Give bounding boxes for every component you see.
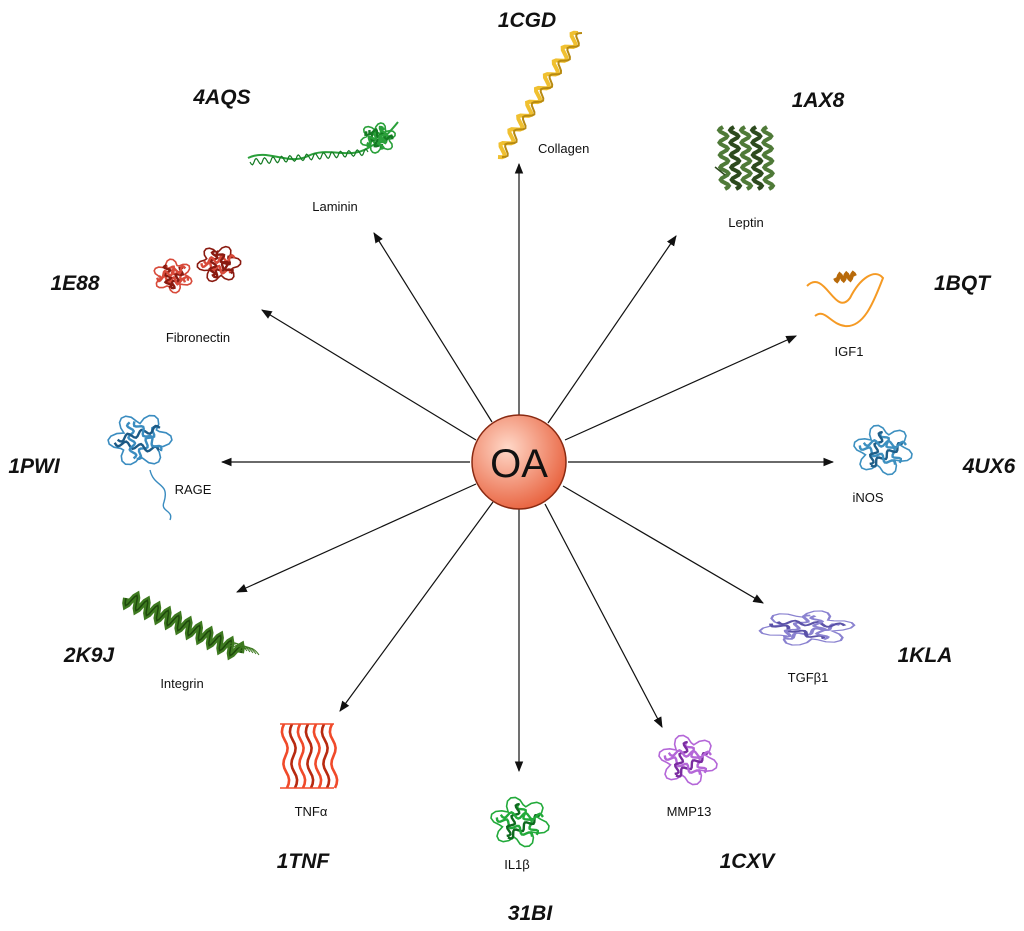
protein-name-rage: RAGE [175, 482, 212, 497]
mmp13-structure-icon [658, 734, 718, 786]
protein-mmp13: MMP13 1CXV [658, 734, 777, 873]
protein-name-tgfb1: TGFβ1 [788, 670, 829, 685]
protein-inos: iNOS 4UX6 [852, 424, 1016, 505]
protein-integrin: Integrin 2K9J [63, 590, 260, 691]
pdb-code-tnfa: 1TNF [277, 850, 331, 873]
arrow-igf1 [564, 335, 797, 441]
protein-fibronectin: Fibronectin 1E88 [50, 245, 242, 345]
arrow-fibronectin [261, 309, 477, 441]
hub-label: OA [490, 442, 548, 486]
protein-collagen: Collagen 1CGD [497, 9, 589, 160]
protein-rage: RAGE 1PWI [8, 414, 212, 521]
arrows-layer [220, 162, 835, 773]
protein-name-mmp13: MMP13 [667, 804, 712, 819]
arrow-tgfb1 [562, 485, 764, 604]
protein-tgfb1: TGFβ1 1KLA [758, 610, 953, 685]
rage-structure-icon [107, 414, 173, 521]
arrow-laminin [373, 232, 493, 423]
il1b-structure-icon [490, 796, 550, 848]
integrin-structure-icon [122, 590, 260, 661]
pdb-code-laminin: 4AQS [192, 86, 250, 109]
protein-name-laminin: Laminin [312, 199, 358, 214]
pdb-code-integrin: 2K9J [63, 644, 116, 667]
protein-il1b: IL1β 31BI [490, 796, 554, 925]
laminin-structure-icon [247, 121, 399, 166]
pdb-code-igf1: 1BQT [934, 272, 992, 295]
pdb-code-mmp13: 1CXV [720, 850, 777, 873]
protein-name-il1b: IL1β [504, 857, 530, 872]
arrow-leptin [547, 235, 677, 424]
pdb-code-inos: 4UX6 [962, 455, 1016, 478]
protein-laminin: Laminin 4AQS [192, 86, 399, 214]
protein-igf1: IGF1 1BQT [806, 270, 992, 359]
leptin-structure-icon [714, 125, 776, 191]
oa-hub: OA [471, 414, 567, 510]
fibronectin-structure-icon [153, 245, 242, 294]
pdb-code-rage: 1PWI [8, 455, 61, 478]
collagen-structure-icon [497, 30, 583, 160]
protein-tnfa: TNFα 1TNF [277, 723, 339, 873]
protein-name-integrin: Integrin [160, 676, 203, 691]
protein-name-leptin: Leptin [728, 215, 763, 230]
protein-name-inos: iNOS [852, 490, 883, 505]
pdb-code-tgfb1: 1KLA [898, 644, 953, 667]
arrow-mmp13 [544, 503, 663, 728]
arrow-tnfa [339, 501, 494, 712]
protein-name-igf1: IGF1 [835, 344, 864, 359]
tnfa-structure-icon [280, 723, 339, 789]
pdb-code-collagen: 1CGD [498, 9, 556, 32]
protein-name-collagen: Collagen [538, 141, 589, 156]
protein-leptin: Leptin 1AX8 [714, 89, 845, 230]
pdb-code-il1b: 31BI [508, 902, 554, 925]
arrow-integrin [236, 483, 477, 593]
pdb-code-leptin: 1AX8 [792, 89, 845, 112]
protein-name-fibronectin: Fibronectin [166, 330, 230, 345]
pdb-code-fibronectin: 1E88 [50, 272, 99, 295]
igf1-structure-icon [806, 270, 885, 328]
inos-structure-icon [853, 424, 913, 476]
tgfb1-structure-icon [758, 610, 856, 646]
protein-name-tnfa: TNFα [295, 804, 328, 819]
